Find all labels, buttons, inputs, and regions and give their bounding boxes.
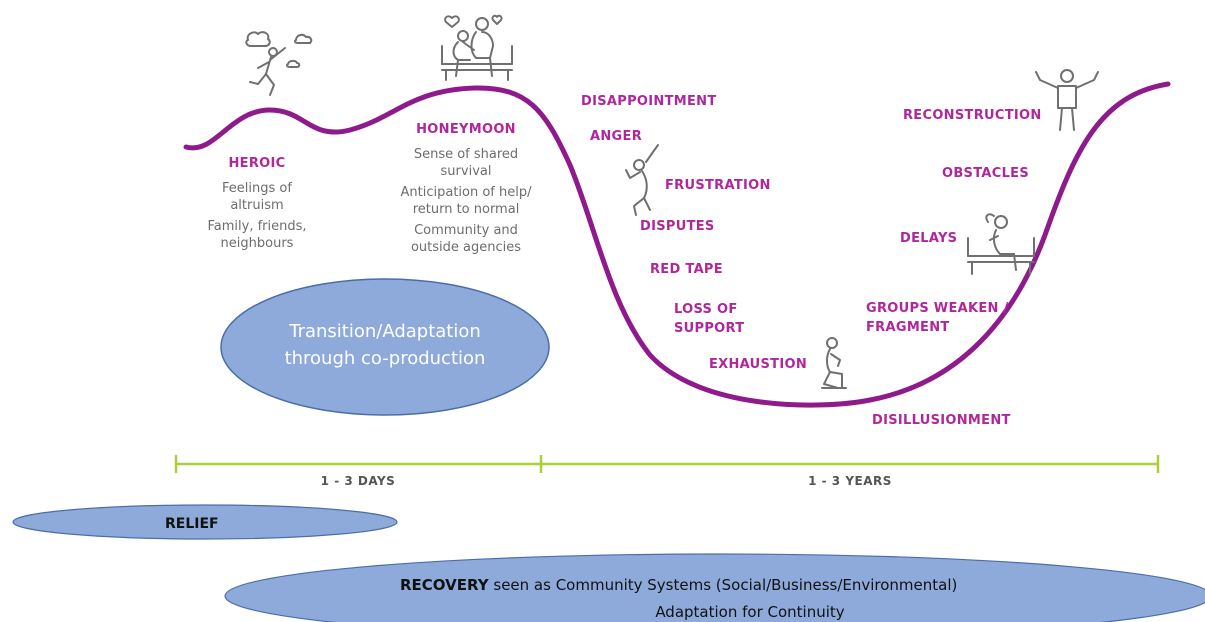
phase-delays: DELAYS xyxy=(900,231,957,246)
transition-line-1: Transition/Adaptation xyxy=(288,321,481,342)
honeymoon-note-4: return to normal xyxy=(413,202,520,217)
couple-on-bench-icon xyxy=(441,14,513,81)
phase-disillusionment: DISILLUSIONMENT xyxy=(872,413,1011,428)
heroic-note-4: neighbours xyxy=(221,236,294,251)
recovery-rest: seen as Community Systems (Social/Busine… xyxy=(489,576,958,594)
phase-disputes: DISPUTES xyxy=(640,219,715,234)
phase-anger: ANGER xyxy=(590,129,642,144)
sitting-person-bench-icon xyxy=(967,213,1035,275)
phase-groups-weaken-2: FRAGMENT xyxy=(866,320,950,335)
honeymoon-note-5: Community and xyxy=(414,223,518,238)
kneeling-person-icon xyxy=(821,337,847,389)
stressed-person-icon xyxy=(625,144,659,216)
honeymoon-note-6: outside agencies xyxy=(411,240,521,255)
phase-exhaustion: EXHAUSTION xyxy=(709,357,807,372)
transition-line-2: through co-production xyxy=(285,348,486,369)
relief-ellipse xyxy=(12,504,398,540)
phase-loss-of-support-1: LOSS OF xyxy=(674,302,738,317)
recovery-line-2: Adaptation for Continuity xyxy=(655,603,844,621)
honeymoon-note-3: Anticipation of help/ xyxy=(401,185,533,200)
relief-label: RELIEF xyxy=(165,516,219,532)
phase-frustration: FRUSTRATION xyxy=(665,178,771,193)
phase-red-tape: RED TAPE xyxy=(650,262,723,277)
timeline-days-label: 1 - 3 DAYS xyxy=(321,474,396,488)
phase-heroic: HEROIC xyxy=(229,156,286,171)
phase-loss-of-support-2: SUPPORT xyxy=(674,321,744,336)
phase-disappointment: DISAPPOINTMENT xyxy=(581,94,717,109)
honeymoon-note-1: Sense of shared xyxy=(414,147,518,162)
phase-honeymoon: HONEYMOON xyxy=(416,122,516,137)
heroic-note-3: Family, friends, xyxy=(207,219,306,234)
recovery-bold: RECOVERY xyxy=(400,576,490,594)
running-person-icon xyxy=(245,31,313,96)
phase-obstacles: OBSTACLES xyxy=(942,166,1029,181)
heroic-note-2: altruism xyxy=(230,198,283,213)
celebrating-person-icon xyxy=(1035,69,1099,131)
phase-groups-weaken-1: GROUPS WEAKEN / xyxy=(866,301,1009,316)
phase-reconstruction: RECONSTRUCTION xyxy=(903,108,1042,123)
recovery-ellipse xyxy=(224,553,1205,622)
recovery-line-1: RECOVERY seen as Community Systems (Soci… xyxy=(400,576,957,594)
timeline-years-label: 1 - 3 YEARS xyxy=(808,474,892,488)
transition-ellipse xyxy=(220,278,550,416)
heroic-note-1: Feelings of xyxy=(222,181,292,196)
emotional-curve xyxy=(183,81,1171,408)
honeymoon-note-2: survival xyxy=(441,164,492,179)
